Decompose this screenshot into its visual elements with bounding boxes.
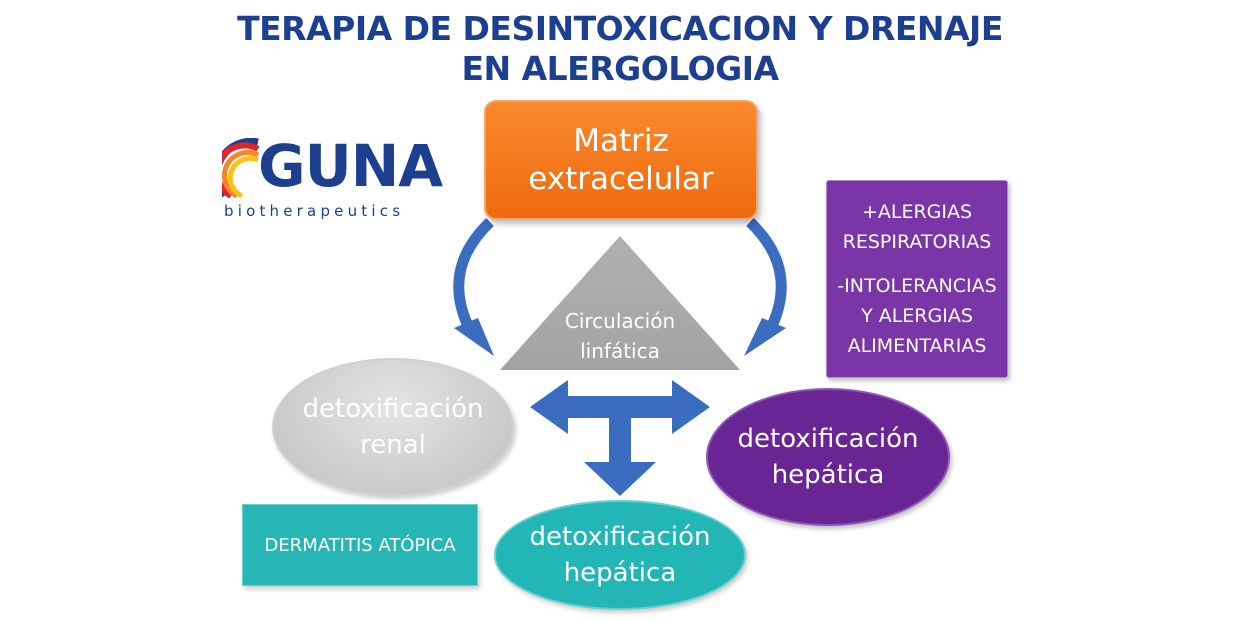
allergies-line-3: -INTOLERANCIAS (837, 275, 997, 297)
matrix-line-1: Matriz (573, 123, 669, 159)
lymph-circulation-label: Circulación linfática (540, 306, 700, 366)
allergies-box: +ALERGIAS RESPIRATORIAS -INTOLERANCIAS Y… (826, 180, 1008, 378)
rainbow-arc-icon (222, 138, 260, 198)
hepatic-teal-line-2: hepática (563, 558, 677, 588)
hepatic-teal-line-1: detoxificación (529, 522, 711, 552)
renal-line-1: detoxificación (302, 394, 484, 424)
logo-subtitle: biotherapeutics (224, 202, 405, 220)
guna-logo: GUNA biotherapeutics (222, 132, 452, 224)
hepatic-detox-ellipse-purple: detoxificación hepática (706, 388, 950, 526)
matrix-line-2: extracelular (528, 161, 714, 197)
hepatic-detox-ellipse-teal: detoxificación hepática (494, 500, 746, 610)
renal-line-2: renal (360, 430, 426, 460)
hepatic-purple-line-1: detoxificación (737, 424, 919, 454)
three-way-arrow (530, 380, 710, 496)
allergies-line-4: Y ALERGIAS (861, 305, 973, 327)
atopic-dermatitis-box: DERMATITIS ATÓPICA (242, 504, 478, 586)
lymph-label-line-2: linfática (580, 339, 660, 363)
lymph-label-line-1: Circulación (564, 309, 676, 333)
extracellular-matrix-box: Matriz extracelular (484, 100, 758, 220)
renal-detox-ellipse: detoxificación renal (272, 358, 514, 496)
lymph-triangle (500, 236, 740, 370)
right-curved-arrow (744, 218, 787, 356)
allergies-line-1: +ALERGIAS (861, 201, 973, 223)
allergies-line-5: ALIMENTARIAS (847, 335, 987, 357)
hepatic-purple-line-2: hepática (771, 460, 885, 490)
left-curved-arrow (453, 218, 494, 356)
page-title-line-1: TERAPIA DE DESINTOXICACION Y DRENAJE (237, 9, 1003, 48)
logo-wordmark: GUNA (258, 132, 443, 200)
allergies-line-2: RESPIRATORIAS (842, 231, 992, 253)
page-title-line-2: EN ALERGOLOGIA (461, 49, 779, 88)
